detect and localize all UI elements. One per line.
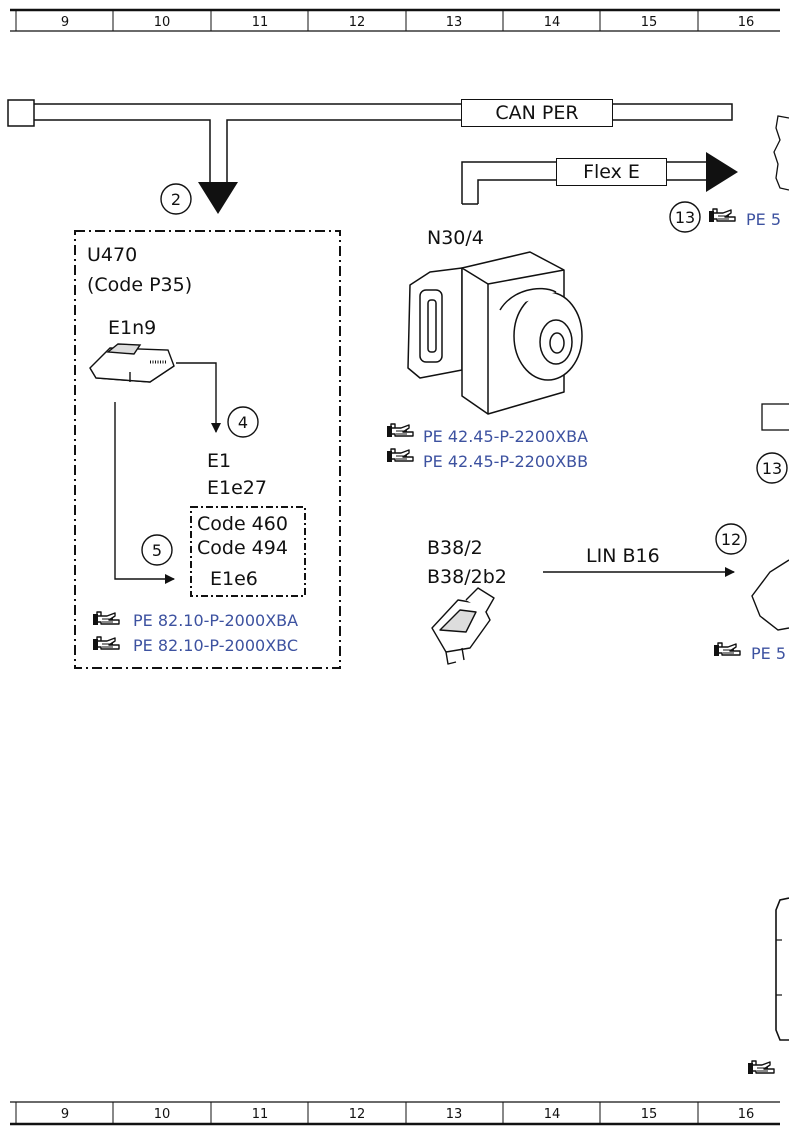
hand-pointer-icon [386, 423, 414, 438]
ruler-bottom-9: 9 [61, 1107, 69, 1122]
partial-ref-link-mid[interactable]: PE 5 [751, 644, 787, 663]
svg-text:13: 13 [675, 208, 695, 227]
svg-text:2: 2 [171, 190, 181, 209]
e1n9-label: E1n9 [108, 317, 157, 339]
svg-text:12: 12 [721, 530, 741, 549]
n30-4-ref-link-2[interactable]: PE 42.45-P-2200XBB [423, 452, 589, 471]
code-460-494-box [190, 506, 306, 597]
lin-b16-label: LIN B16 [586, 545, 660, 567]
marker-13-right: 13 [756, 452, 788, 484]
u470-title: U470 [87, 244, 138, 266]
n30-4-title: N30/4 [427, 227, 484, 249]
e1-label: E1 [207, 450, 232, 472]
wire-to-e1e6 [114, 402, 175, 584]
marker-2: 2 [160, 183, 192, 215]
marker-13-top: 13 [669, 201, 701, 233]
e1n9-sensor-illustration [89, 343, 175, 383]
ruler-top-15: 15 [641, 15, 658, 30]
bottom-ruler: 9 10 11 12 13 14 15 16 [10, 1101, 780, 1126]
b38-2-label: B38/2 [427, 537, 483, 559]
partial-component-bottom [775, 897, 789, 1041]
partial-component-top [773, 115, 789, 191]
u470-ref-link-2[interactable]: PE 82.10-P-2000XBC [133, 636, 299, 655]
ruler-bottom-11: 11 [252, 1107, 269, 1122]
wire-e1n9-to-e1 [176, 362, 221, 433]
u470-box [74, 230, 341, 669]
code-494-label: Code 494 [197, 537, 288, 559]
b38-2b2-label: B38/2b2 [427, 566, 507, 588]
ruler-bottom-12: 12 [349, 1107, 366, 1122]
hand-pointer-icon [92, 636, 120, 651]
marker-5: 5 [141, 534, 173, 566]
ruler-top-14: 14 [544, 15, 561, 30]
e1e27-label: E1e27 [207, 477, 267, 499]
can-per-label: CAN PER [461, 99, 613, 127]
flex-e-arrowhead [706, 152, 738, 192]
ruler-bottom-15: 15 [641, 1107, 658, 1122]
hand-pointer-icon [708, 208, 736, 223]
ruler-top-16: 16 [738, 15, 755, 30]
ruler-top-12: 12 [349, 15, 366, 30]
ruler-bottom-14: 14 [544, 1107, 561, 1122]
partial-box-right [761, 403, 789, 431]
n30-4-ref-link-1[interactable]: PE 42.45-P-2200XBA [423, 427, 589, 446]
svg-text:13: 13 [762, 459, 782, 478]
can-per-arrowhead [198, 182, 238, 214]
svg-text:4: 4 [238, 413, 248, 432]
flex-e-label: Flex E [556, 158, 667, 186]
hand-pointer-icon [386, 448, 414, 463]
marker-12: 12 [715, 523, 747, 555]
top-ruler: 9 10 11 12 13 14 15 16 [10, 8, 780, 32]
partial-component-lin [751, 559, 789, 631]
hand-pointer-icon [747, 1060, 775, 1075]
svg-text:5: 5 [152, 541, 162, 560]
u470-ref-link-1[interactable]: PE 82.10-P-2000XBA [133, 611, 299, 630]
ruler-bottom-13: 13 [446, 1107, 463, 1122]
e1e6-label: E1e6 [210, 568, 258, 590]
partial-ref-link-top[interactable]: PE 5 [746, 210, 782, 229]
hand-pointer-icon [713, 642, 741, 657]
ruler-top-10: 10 [154, 15, 171, 30]
ruler-bottom-16: 16 [738, 1107, 755, 1122]
b38-2-sensor-illustration [431, 587, 495, 665]
code-460-label: Code 460 [197, 513, 288, 535]
ruler-top-11: 11 [252, 15, 269, 30]
u470-code: (Code P35) [87, 274, 193, 296]
ruler-top-13: 13 [446, 15, 463, 30]
marker-4: 4 [227, 406, 259, 438]
ruler-bottom-10: 10 [154, 1107, 171, 1122]
ruler-top-9: 9 [61, 15, 69, 30]
hand-pointer-icon [92, 611, 120, 626]
n30-4-unit-illustration [407, 251, 583, 415]
